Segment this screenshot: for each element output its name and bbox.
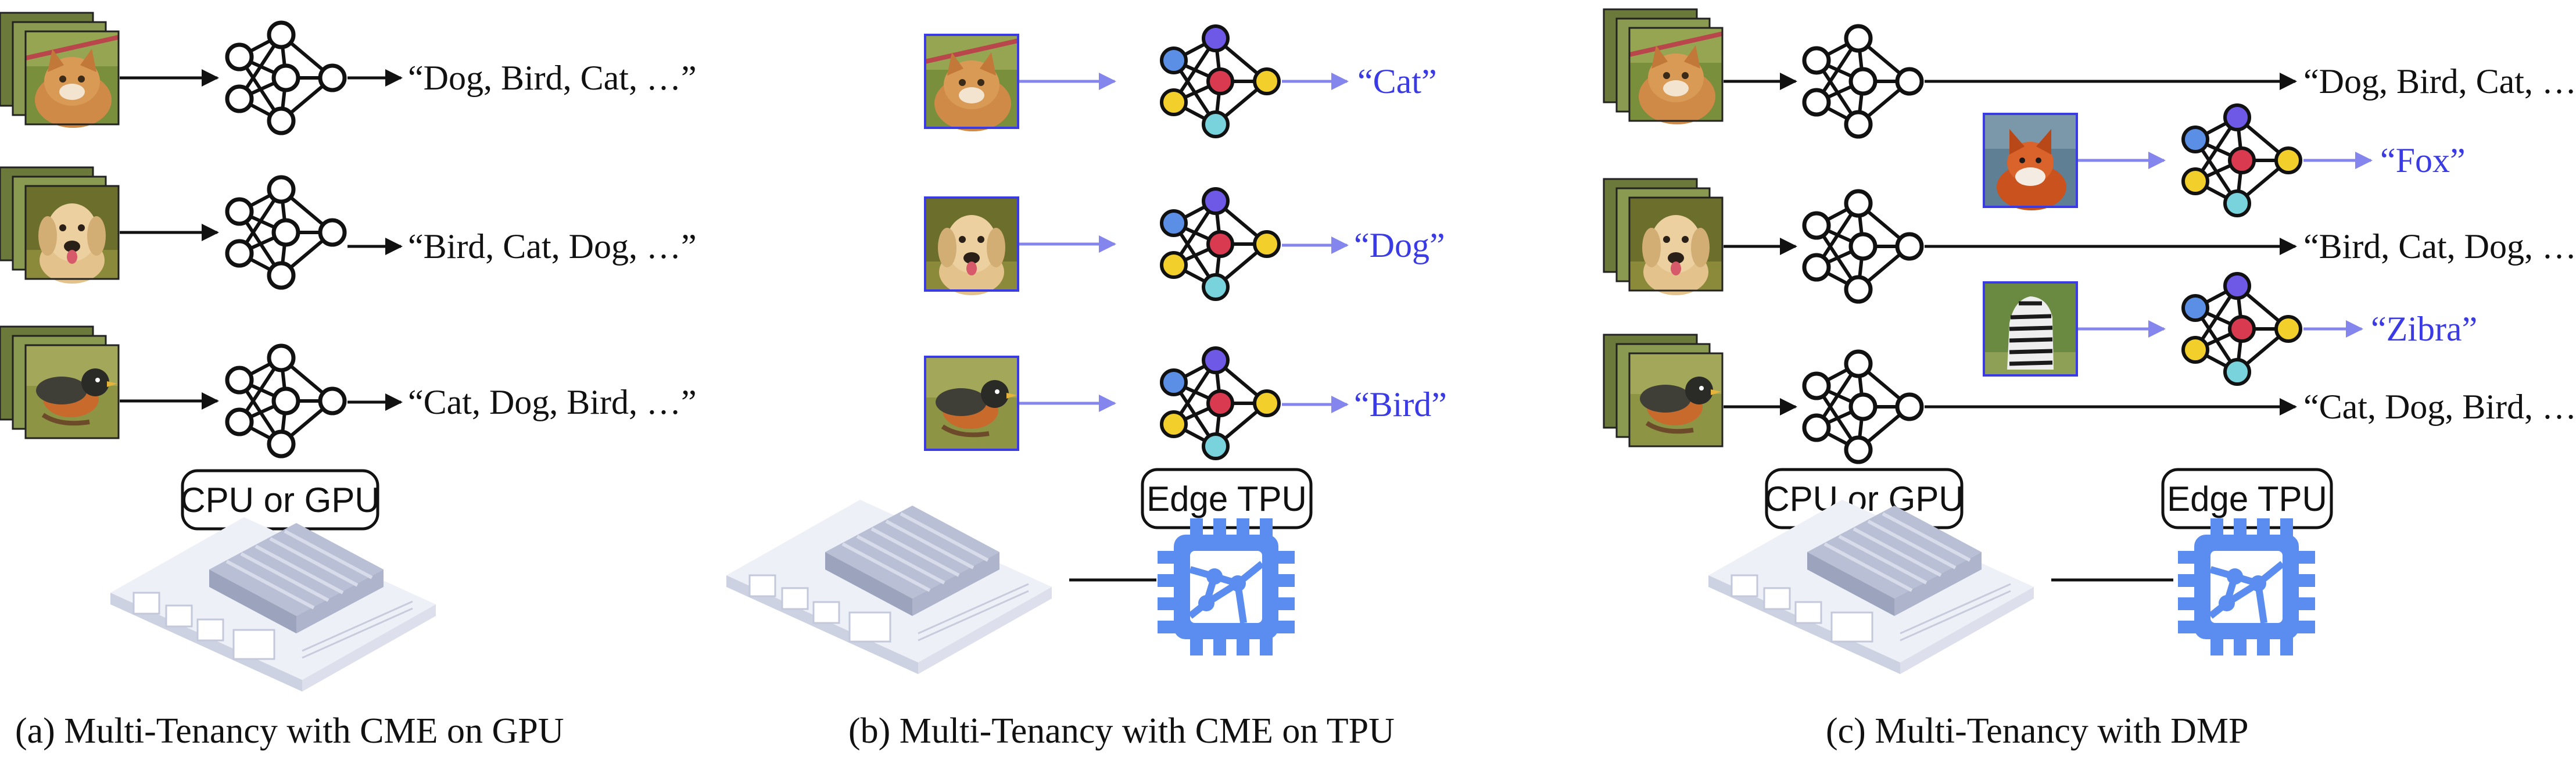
board-icon [110,517,436,692]
tpu-chip-icon [1158,518,1295,655]
neural-network-icon [2183,274,2301,384]
neural-network-icon [227,177,345,288]
device-badge: CPU or GPU [1764,468,1964,529]
neural-network-icon [227,23,345,133]
neural-network-icon [1162,189,1279,299]
neural-network-icon [227,346,345,456]
panel-c: “Dog, Bird, Cat, …” “Bird, Cat, Dog, …” … [1603,8,2576,751]
image-fox [1983,113,2078,210]
output-label: “Dog, Bird, Cat, …” [2303,62,2576,101]
output-label: “Bird, Cat, Dog, …” [2303,227,2576,266]
device-badge: Edge TPU [2161,468,2333,529]
image-stack-bird [1603,334,1722,446]
caption: (a) Multi-Tenancy with CME on GPU [15,711,564,751]
output-label: “Cat, Dog, Bird, …” [408,383,697,421]
image-bird [925,357,1018,450]
image-cat [925,35,1018,131]
output-label: “Dog” [1354,226,1445,264]
tpu-chip-icon [2178,518,2315,655]
image-zebra [1984,282,2077,375]
output-label: “Fox” [2380,141,2466,180]
device-badge: CPU or GPU [180,469,380,531]
board-icon [1708,500,2034,674]
device-label: Edge TPU [1147,479,1307,518]
neural-network-icon [1804,26,1922,137]
output-label: “Cat” [1357,62,1437,101]
image-stack-dog [1603,178,1724,295]
device-label: CPU or GPU [180,481,379,520]
device-label: Edge TPU [2167,479,2327,518]
neural-network-icon [1162,348,1279,458]
device-badge: Edge TPU [1141,468,1313,529]
neural-network-icon [1162,26,1279,137]
board-icon [726,500,1052,674]
caption: (c) Multi-Tenancy with DMP [1826,711,2248,751]
image-stack-cat [0,12,119,128]
image-stack-cat [1603,8,1722,124]
image-stack-dog [0,166,120,284]
panel-a: “Dog, Bird, Cat, …” “Bird, Cat, Dog, …” … [0,12,697,751]
image-stack-bird [0,325,119,438]
image-dog [924,196,1019,295]
caption: (b) Multi-Tenancy with CME on TPU [848,711,1395,751]
output-label: “Dog, Bird, Cat, …” [408,59,697,97]
output-label: “Cat, Dog, Bird, …” [2303,388,2576,426]
output-label: “Zibra” [2371,310,2477,348]
output-label: “Bird” [1354,385,1447,424]
neural-network-icon [1804,352,1922,462]
neural-network-icon [1804,191,1922,302]
output-label: “Bird, Cat, Dog, …” [408,227,697,266]
panel-b: “Cat” “Dog” “Bird” Edge TPU (b) Multi-Te… [726,26,1447,751]
neural-network-icon [2183,105,2301,216]
